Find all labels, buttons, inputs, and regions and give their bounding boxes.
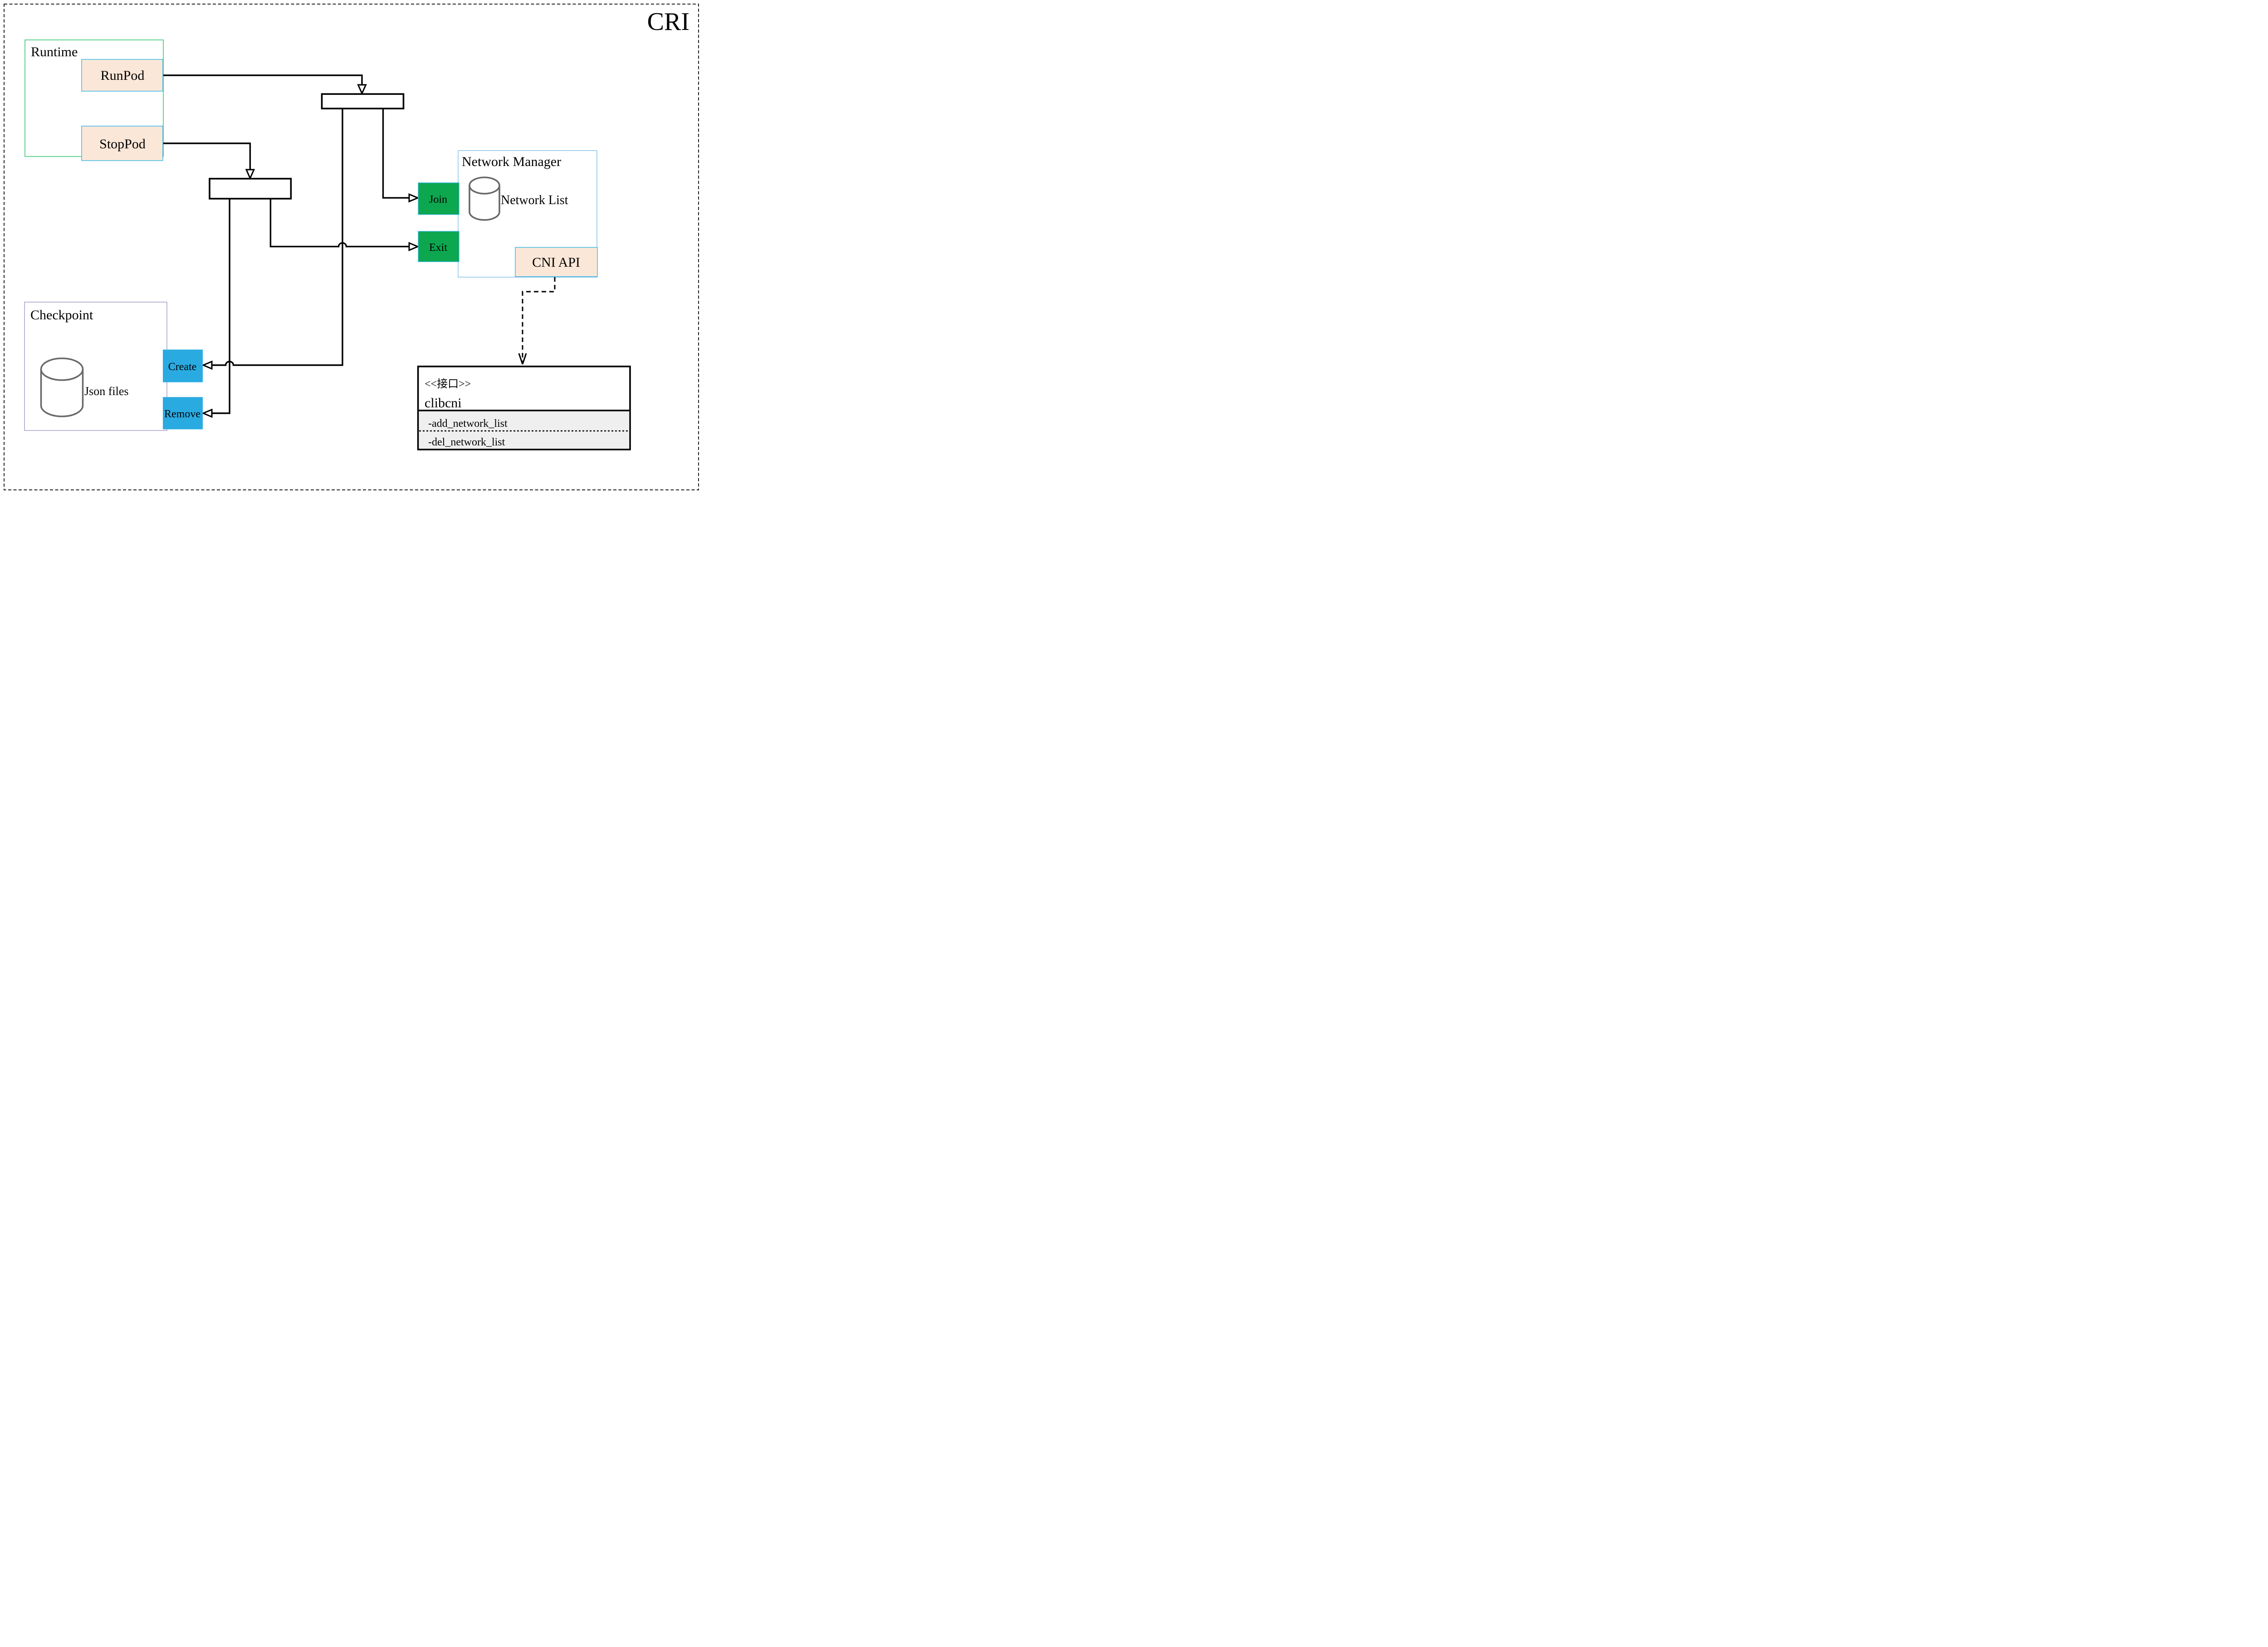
database-icon bbox=[469, 176, 500, 221]
database-icon bbox=[40, 357, 84, 417]
cni-dependency-line bbox=[522, 277, 556, 363]
stoppod-box bbox=[81, 126, 163, 161]
remove-box bbox=[163, 397, 203, 430]
join-label: Join bbox=[429, 194, 447, 205]
network-list-label: Network List bbox=[501, 193, 568, 207]
v-arrowhead-down-icon bbox=[518, 353, 527, 365]
runpod-label: RunPod bbox=[101, 68, 145, 83]
database-icon-top bbox=[40, 357, 84, 381]
open-arrowhead-down-icon bbox=[245, 169, 255, 180]
runpod-connector bbox=[163, 74, 367, 95]
create-label: Create bbox=[168, 361, 197, 373]
cni-api-box bbox=[515, 247, 598, 277]
exit-connector bbox=[269, 199, 420, 251]
diagram-canvas: CRI Runtime RunPod StopPod bbox=[0, 0, 703, 494]
create-connector-line bbox=[212, 108, 343, 366]
stoppod-connector-line bbox=[163, 142, 251, 170]
database-icon-body bbox=[469, 186, 500, 221]
open-arrowhead-down-icon bbox=[357, 84, 367, 95]
runpod-box bbox=[81, 59, 163, 92]
stoppod-label: StopPod bbox=[99, 137, 146, 152]
json-files-label: Json files bbox=[84, 385, 129, 398]
join-box bbox=[418, 182, 459, 215]
network-manager-label: Network Manager bbox=[462, 154, 561, 169]
join-connector-line bbox=[382, 108, 409, 199]
clibcni-member-del: -del_network_list bbox=[428, 436, 505, 448]
exit-connector-line bbox=[269, 199, 409, 248]
join-connector bbox=[382, 108, 420, 203]
runpod-connector-line bbox=[163, 74, 363, 85]
exit-label: Exit bbox=[429, 242, 447, 254]
remove-connector-line bbox=[212, 199, 230, 414]
junction-bar-1 bbox=[321, 93, 405, 110]
create-box bbox=[163, 349, 203, 382]
clibcni-members-compartment bbox=[419, 411, 630, 449]
database-icon-body bbox=[40, 369, 84, 417]
cri-architecture-diagram: CRI Runtime RunPod StopPod bbox=[4, 4, 699, 490]
remove-label: Remove bbox=[164, 408, 200, 420]
cri-label: CRI bbox=[647, 8, 689, 36]
cni-api-label: CNI API bbox=[532, 255, 580, 270]
junction-bar-2 bbox=[209, 178, 292, 200]
checkpoint-label: Checkpoint bbox=[30, 308, 93, 323]
clibcni-name: clibcni bbox=[425, 396, 462, 411]
cni-dependency-connector bbox=[518, 277, 556, 365]
open-arrowhead-left-icon bbox=[201, 408, 213, 418]
remove-connector bbox=[201, 199, 230, 418]
page-border bbox=[4, 4, 699, 490]
clibcni-class: <<接口>> clibcni -add_network_list -del_ne… bbox=[417, 366, 631, 450]
create-connector bbox=[201, 108, 343, 370]
runtime-label: Runtime bbox=[31, 44, 78, 59]
open-arrowhead-right-icon bbox=[408, 242, 420, 251]
exit-box bbox=[418, 231, 459, 262]
database-icon-top bbox=[469, 176, 500, 195]
open-arrowhead-right-icon bbox=[408, 193, 420, 203]
open-arrowhead-left-icon bbox=[201, 360, 213, 370]
clibcni-member-add: -add_network_list bbox=[428, 418, 508, 430]
stoppod-connector bbox=[163, 142, 255, 180]
clibcni-stereotype: <<接口>> bbox=[425, 378, 471, 390]
